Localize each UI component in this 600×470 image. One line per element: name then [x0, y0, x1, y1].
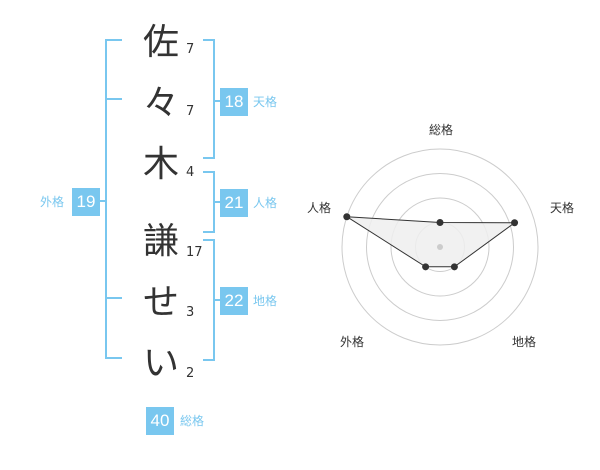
- gaikaku-label: 外格: [40, 195, 65, 209]
- name-char-6: い: [142, 343, 179, 384]
- radar-axis-label-5: 人格: [307, 200, 331, 215]
- radar-axis-label-4: 外格: [340, 334, 364, 349]
- name-char-2: 々: [142, 83, 179, 124]
- gaikaku-bracket: [105, 39, 122, 359]
- gaikaku-value: 19: [72, 188, 100, 216]
- soukaku-value: 40: [146, 407, 174, 435]
- radar-ring: [390, 197, 490, 297]
- name-char-4: 謙: [142, 221, 179, 262]
- radar-axis-label-1: 総格: [429, 122, 453, 137]
- tenkaku-bracket: [203, 39, 215, 159]
- soukaku-label: 総格: [180, 414, 205, 428]
- radar-point-2: [511, 219, 519, 227]
- radar-point-4: [422, 263, 430, 271]
- radar-ring: [341, 148, 539, 346]
- name-char-1: 佐: [142, 22, 179, 63]
- stroke-count-3: 4: [186, 165, 195, 180]
- radar-axis-label-3: 地格: [512, 334, 536, 349]
- radar-center-dot: [437, 244, 443, 250]
- name-char-5: せ: [142, 282, 179, 323]
- radar-point-3: [450, 263, 458, 271]
- radar-ring: [366, 173, 514, 321]
- tenkaku-value: 18: [220, 88, 248, 116]
- tenkaku-label: 天格: [253, 95, 278, 109]
- stroke-count-4: 17: [186, 245, 203, 260]
- chikaku-value: 22: [220, 287, 248, 315]
- radar-area: [346, 216, 517, 268]
- name-char-3: 木: [142, 144, 179, 185]
- stroke-count-1: 7: [186, 42, 195, 57]
- stroke-count-2: 7: [186, 104, 195, 119]
- jinkaku-value: 21: [220, 189, 248, 217]
- stroke-count-5: 3: [186, 305, 195, 320]
- chikaku-label: 地格: [253, 294, 278, 308]
- stroke-count-6: 2: [186, 366, 195, 381]
- radar-point-5: [343, 213, 351, 221]
- radar-axis-label-2: 天格: [550, 200, 574, 215]
- radar-point-1: [436, 219, 444, 226]
- jinkaku-label: 人格: [253, 196, 278, 210]
